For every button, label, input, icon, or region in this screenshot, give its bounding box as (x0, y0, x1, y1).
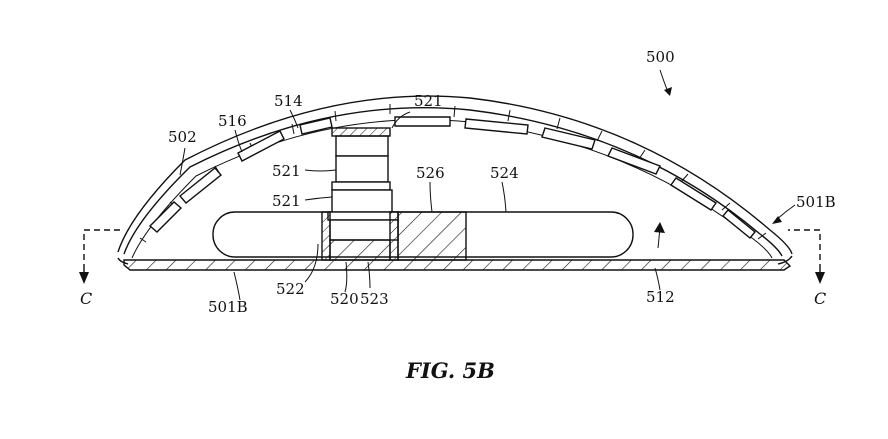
label-521-low: 521 (272, 192, 301, 210)
label-512: 512 (646, 288, 675, 306)
section-marker-left: C (80, 289, 92, 308)
label-500: 500 (646, 48, 675, 66)
figure-caption: FIG. 5B (405, 358, 495, 383)
label-514: 514 (274, 92, 303, 110)
label-502: 502 (168, 128, 197, 146)
label-522: 522 (276, 280, 305, 298)
section-marker-right: C (814, 289, 826, 308)
label-521-top: 521 (414, 92, 443, 110)
label-524: 524 (490, 164, 519, 182)
label-520: 520 (330, 290, 359, 308)
label-523: 523 (360, 290, 389, 308)
component-526 (398, 212, 466, 260)
label-516: 516 (218, 112, 247, 130)
label-521-mid: 521 (272, 162, 301, 180)
label-501b-bottom: 501B (208, 298, 248, 316)
label-526: 526 (416, 164, 445, 182)
sensor-stack (322, 128, 398, 260)
reference-labels: 500 501B 502 514 516 521 521 521 526 524… (168, 48, 836, 316)
label-501b-right: 501B (796, 193, 836, 211)
